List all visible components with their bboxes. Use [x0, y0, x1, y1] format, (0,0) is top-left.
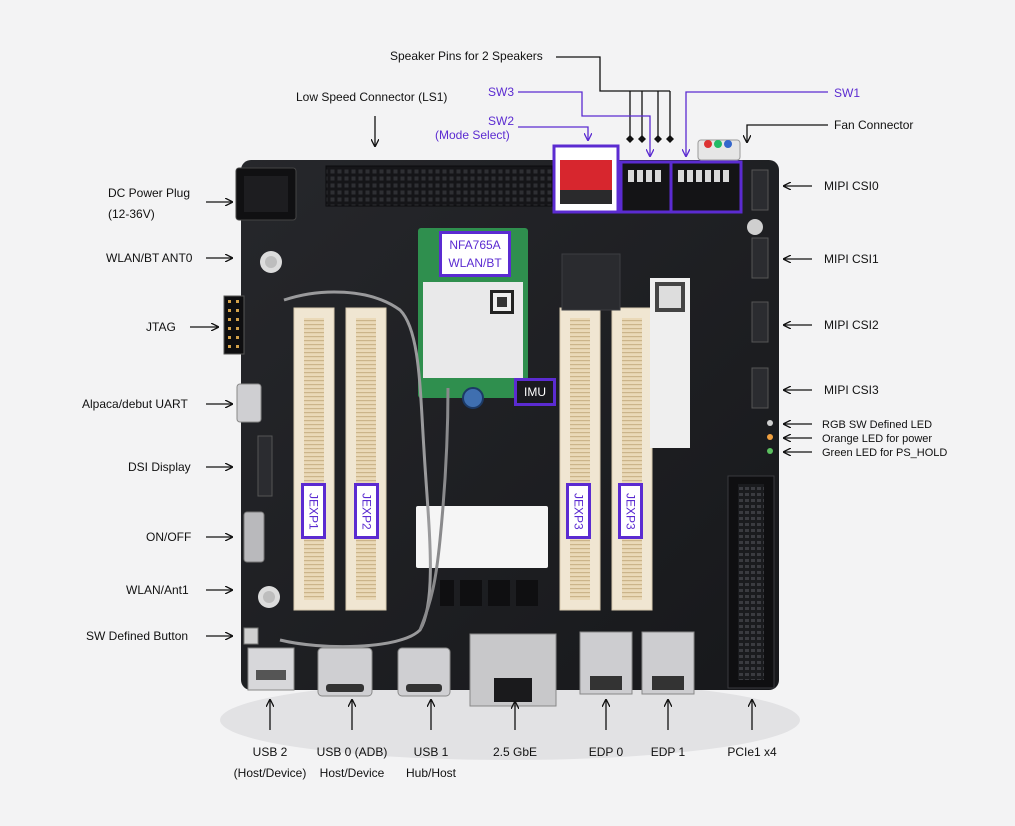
jexp2-tag: JEXP2: [354, 483, 379, 539]
label-csi2: MIPI CSI2: [824, 318, 879, 332]
antenna-cable: [279, 290, 432, 649]
label-gbe: 2.5 GbE: [492, 745, 538, 759]
label-wlan-ant0: WLAN/BT ANT0: [106, 251, 193, 265]
sw3-switch: [619, 160, 673, 214]
label-usb1-sub: Hub/Host: [405, 766, 457, 780]
jexp1-tag: JEXP1: [301, 483, 326, 539]
arrow-sw3: [518, 91, 650, 156]
wifi-module-line1: NFA765A: [449, 238, 501, 252]
label-usb0: USB 0 (ADB): [316, 745, 388, 759]
label-usb2-sub: (Host/Device): [233, 766, 307, 780]
wifi-module-tag: NFA765A WLAN/BT: [439, 231, 511, 277]
mount-hole: [747, 219, 763, 235]
label-usb1: USB 1: [413, 745, 449, 759]
wifi-module-line2: WLAN/BT: [448, 256, 502, 270]
jexp1-label: JEXP1: [306, 492, 321, 530]
label-csi3: MIPI CSI3: [824, 383, 879, 397]
sw1-switch: [669, 160, 743, 214]
label-usb2: USB 2: [252, 745, 288, 759]
label-speaker-pins: Speaker Pins for 2 Speakers: [390, 49, 543, 63]
jexp3b-label: JEXP3: [623, 492, 638, 530]
csi1-connector: [751, 237, 769, 279]
label-wlan-ant1: WLAN/Ant1: [126, 583, 189, 597]
arrow-fan: [747, 124, 828, 142]
green-led: [767, 448, 773, 454]
label-rgb-led: RGB SW Defined LED: [822, 419, 933, 431]
imu-tag: IMU: [514, 378, 556, 406]
sw-button: [243, 627, 259, 645]
label-sw3: SW3: [488, 85, 515, 99]
m2-screw: [462, 387, 484, 409]
dsi-connector: [257, 435, 273, 497]
ls1-header: [325, 165, 553, 207]
jtag-header: [223, 295, 245, 355]
label-dc-power: DC Power Plug: [108, 186, 191, 200]
label-sw2-sub: (Mode Select): [435, 128, 510, 142]
label-sw-button: SW Defined Button: [86, 629, 189, 643]
rgb-led: [767, 420, 773, 426]
board-shadow: [220, 680, 800, 760]
label-orange-led: Orange LED for power: [822, 433, 933, 445]
sw2-switch: [560, 160, 612, 190]
label-green-led: Green LED for PS_HOLD: [822, 447, 948, 459]
jexp3a-tag: JEXP3: [566, 483, 591, 539]
csi0-connector: [751, 169, 769, 211]
orange-led: [767, 434, 773, 440]
jexp3b-tag: JEXP3: [618, 483, 643, 539]
label-dc-power-sub: (12-36V): [108, 207, 155, 221]
label-sw1: SW1: [834, 86, 861, 100]
jexp2-label: JEXP2: [359, 492, 374, 530]
speaker-bracket: [556, 56, 670, 92]
uart-connector: [236, 383, 262, 423]
label-usb0-sub: Host/Device: [319, 766, 385, 780]
csi3-connector: [751, 367, 769, 409]
ic-chip: [561, 253, 621, 311]
label-pcie: PCIe1 x4: [727, 745, 777, 759]
arrow-sw2: [518, 126, 588, 140]
csi2-connector: [751, 301, 769, 343]
blank-pad: [416, 506, 548, 568]
jexp3a-label: JEXP3: [571, 492, 586, 530]
label-edp0: EDP 0: [588, 745, 624, 759]
label-sw2: SW2: [488, 114, 515, 128]
label-dsi: DSI Display: [128, 460, 191, 474]
label-jtag: JTAG: [146, 320, 176, 334]
label-uart: Alpaca/debut UART: [82, 397, 188, 411]
label-onoff: ON/OFF: [146, 530, 192, 544]
label-ls1: Low Speed Connector (LS1): [296, 90, 448, 104]
label-csi1: MIPI CSI1: [824, 252, 879, 266]
usb2-port: [247, 647, 295, 691]
label-edp1: EDP 1: [650, 745, 686, 759]
arrow-sw1: [686, 91, 828, 156]
label-fan: Fan Connector: [834, 118, 914, 132]
onoff-switch: [243, 511, 265, 563]
label-csi0: MIPI CSI0: [824, 179, 879, 193]
